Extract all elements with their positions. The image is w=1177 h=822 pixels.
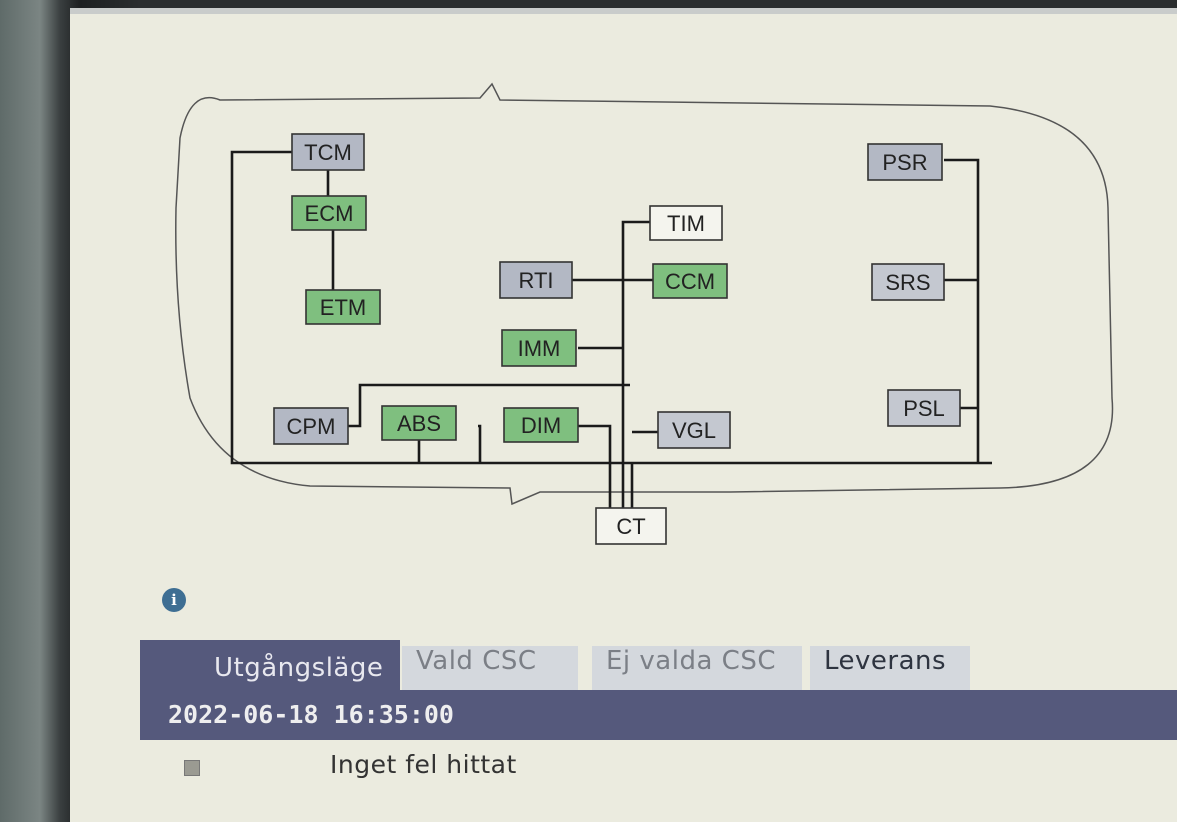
network-diagram: TCM ECM ETM TIM RTI CCM IMM PSR SRS PSL CPM ABS DIM V… bbox=[175, 82, 1114, 545]
node-box bbox=[595, 507, 667, 545]
node-label: PSL bbox=[903, 396, 945, 421]
node-etm[interactable]: ETM bbox=[305, 289, 381, 325]
node-abs[interactable]: ABS bbox=[381, 405, 457, 441]
node-box bbox=[291, 133, 365, 171]
node-ecm[interactable]: ECM bbox=[291, 195, 367, 231]
node-box bbox=[381, 405, 457, 441]
node-psr[interactable]: PSR bbox=[867, 143, 943, 181]
node-psl[interactable]: PSL bbox=[887, 389, 961, 427]
node-ct[interactable]: CT bbox=[595, 507, 667, 545]
node-box bbox=[305, 289, 381, 325]
node-tim[interactable]: TIM bbox=[649, 205, 723, 241]
node-label: CT bbox=[616, 514, 645, 539]
node-vgl[interactable]: VGL bbox=[657, 411, 731, 449]
status-square-icon bbox=[184, 760, 200, 776]
node-imm[interactable]: IMM bbox=[501, 329, 577, 367]
node-box bbox=[503, 407, 579, 443]
info-icon[interactable]: i bbox=[162, 588, 186, 612]
node-label: ECM bbox=[305, 201, 354, 226]
node-label: RTI bbox=[518, 268, 553, 293]
node-dim[interactable]: DIM bbox=[503, 407, 579, 443]
node-layer: TCM ECM ETM TIM RTI CCM IMM PSR SRS PSL CPM ABS DIM V… bbox=[273, 133, 961, 545]
vehicle-outline bbox=[175, 82, 1114, 506]
node-label: ETM bbox=[320, 295, 366, 320]
node-box bbox=[291, 195, 367, 231]
tab-ej-valda-csc[interactable]: Ej valda CSC bbox=[592, 646, 802, 690]
tab-bar: Utgångsläge Vald CSC Ej valda CSC Levera… bbox=[140, 640, 1177, 690]
top-strip bbox=[70, 8, 1177, 14]
node-box bbox=[657, 411, 731, 449]
timestamp-bar: 2022-06-18 16:35:00 bbox=[140, 690, 1177, 740]
node-box bbox=[501, 329, 577, 367]
node-box bbox=[499, 261, 573, 299]
status-message: Inget fel hittat bbox=[330, 750, 517, 779]
tab-leverans[interactable]: Leverans bbox=[810, 646, 970, 690]
node-box bbox=[652, 263, 728, 299]
node-box bbox=[867, 143, 943, 181]
node-label: PSR bbox=[882, 150, 927, 175]
node-ccm[interactable]: CCM bbox=[652, 263, 728, 299]
node-label: CPM bbox=[287, 414, 336, 439]
message-row: Inget fel hittat bbox=[140, 740, 1177, 822]
node-box bbox=[871, 263, 945, 301]
node-srs[interactable]: SRS bbox=[871, 263, 945, 301]
node-label: IMM bbox=[518, 336, 561, 361]
screen: TCM ECM ETM TIM RTI CCM IMM PSR SRS PSL CPM ABS DIM V… bbox=[70, 8, 1177, 822]
node-label: DIM bbox=[521, 413, 561, 438]
bus-lines bbox=[230, 150, 992, 508]
node-cpm[interactable]: CPM bbox=[273, 407, 349, 445]
node-tcm[interactable]: TCM bbox=[291, 133, 365, 171]
node-label: CCM bbox=[665, 269, 715, 294]
tab-utgangslage[interactable]: Utgångsläge bbox=[140, 640, 400, 690]
node-box bbox=[649, 205, 723, 241]
node-box bbox=[887, 389, 961, 427]
node-label: SRS bbox=[885, 270, 930, 295]
node-rti[interactable]: RTI bbox=[499, 261, 573, 299]
node-label: ABS bbox=[397, 411, 441, 436]
tab-vald-csc[interactable]: Vald CSC bbox=[402, 646, 578, 690]
node-label: TCM bbox=[304, 140, 352, 165]
node-label: VGL bbox=[672, 418, 716, 443]
node-box bbox=[273, 407, 349, 445]
node-label: TIM bbox=[667, 211, 705, 236]
